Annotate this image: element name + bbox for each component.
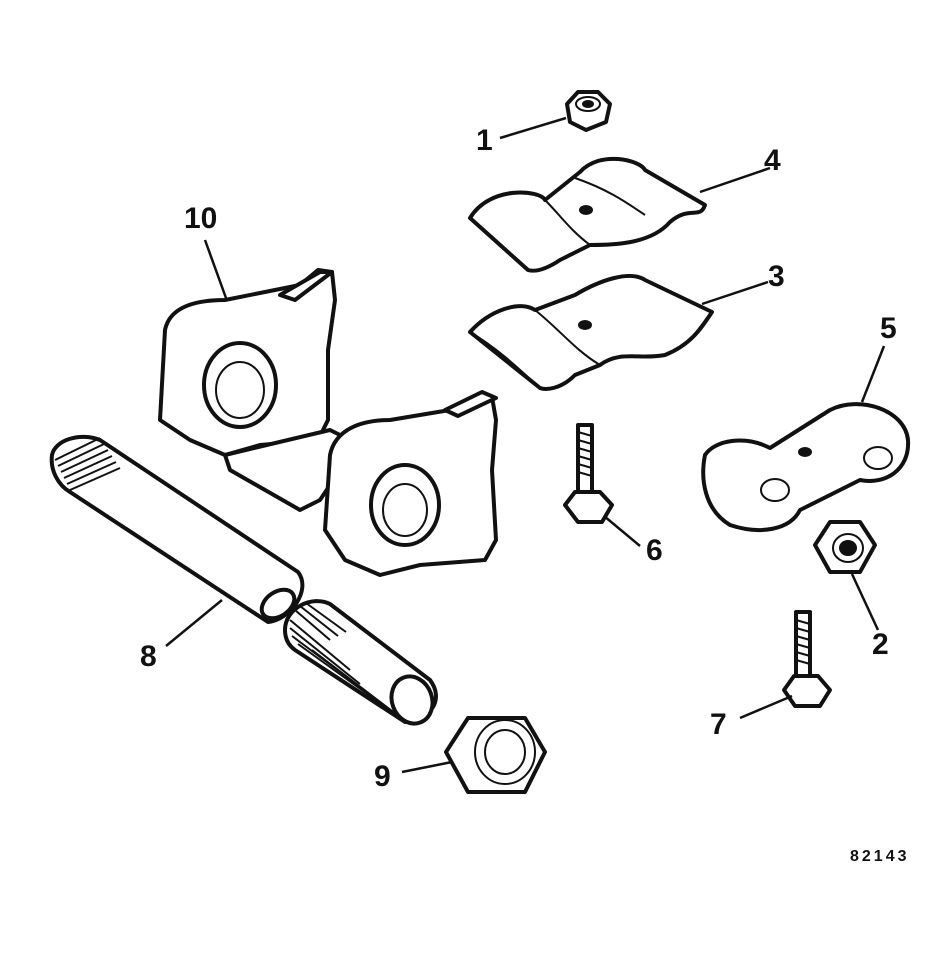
part-6-bolt — [563, 423, 614, 524]
leader-10 — [203, 239, 228, 299]
leader-3 — [701, 280, 769, 306]
callout-10: 10 — [184, 202, 218, 235]
callout-2: 2 — [872, 628, 889, 661]
callout-6: 6 — [646, 534, 663, 567]
leader-2 — [850, 573, 880, 631]
part-8-pipe — [49, 434, 438, 726]
leader-9 — [401, 760, 453, 774]
leader-1 — [499, 116, 567, 140]
part-7-bolt — [782, 610, 832, 708]
part-2-hex-nut — [813, 520, 877, 574]
callout-4: 4 — [764, 144, 781, 177]
callout-3: 3 — [768, 260, 785, 293]
part-4-clamp-upper — [468, 156, 707, 273]
leader-8 — [165, 599, 223, 647]
leader-6 — [603, 515, 641, 547]
part-10-bracket — [158, 268, 498, 577]
leader-5 — [860, 345, 886, 403]
part-1-nut — [565, 90, 612, 132]
callout-8: 8 — [140, 640, 157, 673]
part-5-link-plate — [701, 402, 911, 532]
callout-7: 7 — [710, 708, 727, 741]
callout-5: 5 — [880, 312, 897, 345]
leader-4 — [699, 166, 771, 194]
figure-number: 82143 — [850, 848, 910, 865]
callout-9: 9 — [374, 760, 391, 793]
callout-1: 1 — [476, 124, 493, 157]
part-3-clamp-lower — [468, 274, 714, 391]
part-9-large-hex-nut — [444, 716, 547, 794]
leader-7 — [739, 694, 793, 720]
